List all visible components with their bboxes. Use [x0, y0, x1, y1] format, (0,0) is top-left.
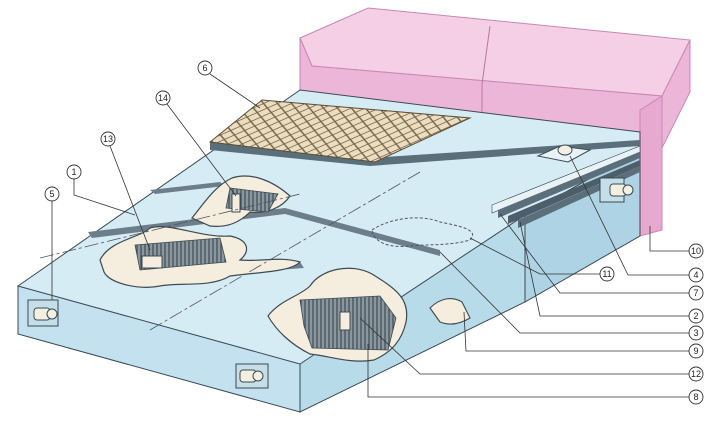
- bolts: [27, 144, 634, 389]
- callout-9: 9: [688, 343, 704, 359]
- callout-6-label: 6: [202, 63, 207, 73]
- bolt-left: [27, 299, 59, 327]
- layer-strip-dark-3: [508, 160, 640, 224]
- callout-4: 4: [688, 267, 704, 283]
- callout-11-label: 11: [602, 269, 611, 279]
- callout-11: 11: [599, 266, 615, 282]
- mesh-plate: [208, 99, 472, 163]
- callout-14: 14: [155, 90, 171, 106]
- callout-1-label: 1: [71, 167, 76, 177]
- cutout-left-clip: [141, 255, 163, 269]
- joint-gap-lower: [150, 182, 225, 194]
- layer-strip-dark-2: [498, 152, 640, 218]
- callout-2-label: 2: [693, 311, 698, 321]
- bolt-top: [536, 144, 592, 163]
- layer-strip-dark-1: [210, 140, 640, 166]
- leader-1: [73, 179, 136, 216]
- callout-9-label: 9: [693, 346, 698, 356]
- leader-lines: [51, 73, 690, 398]
- callout-1: 1: [66, 164, 82, 180]
- callout-3: 3: [688, 325, 704, 341]
- cutout-top-clip: [231, 193, 241, 213]
- bolt-top-head: [557, 144, 573, 156]
- callout-2: 2: [688, 308, 704, 324]
- leader-9: [463, 311, 690, 352]
- cutouts: [99, 175, 473, 362]
- wall-joint-top: [481, 25, 491, 85]
- cutout-right-clip: [339, 311, 351, 331]
- callout-13-label: 13: [103, 134, 113, 144]
- block-front-face-right: [299, 214, 526, 413]
- callout-8: 8: [688, 389, 704, 405]
- callout-12-label: 12: [691, 369, 701, 379]
- bolt-front: [235, 363, 269, 389]
- centre-lines: [39, 171, 421, 331]
- leader-8: [367, 344, 690, 398]
- callout-12: 12: [688, 366, 704, 382]
- callout-7-label: 7: [693, 288, 698, 298]
- callout-6: 6: [197, 60, 213, 76]
- bolt-front-head: [252, 370, 264, 382]
- bolt-left-head: [46, 308, 58, 320]
- callout-7: 7: [688, 285, 704, 301]
- bolt-side-head: [622, 184, 634, 196]
- joint-gap-upper: [88, 208, 440, 256]
- callout-3-label: 3: [693, 328, 698, 338]
- leader-2: [519, 221, 690, 317]
- callout-14-label: 14: [158, 93, 168, 103]
- callouts: 1 5 6 13 14 10 4 7: [44, 60, 704, 405]
- hidden-element-outline: [371, 217, 473, 247]
- bolt-side: [599, 177, 634, 203]
- callout-10: 10: [688, 243, 704, 259]
- block: [16, 89, 641, 413]
- callout-13: 13: [100, 131, 116, 147]
- callout-8-label: 8: [693, 392, 698, 402]
- cutout-edge-tab: [429, 298, 471, 325]
- leader-14: [166, 103, 237, 197]
- centre-line-2: [149, 171, 421, 331]
- leader-4: [569, 155, 690, 276]
- leader-6: [209, 73, 261, 109]
- leader-12: [359, 317, 690, 375]
- callout-10-label: 10: [691, 246, 701, 256]
- centre-line-1: [39, 193, 301, 259]
- leader-10: [649, 226, 690, 252]
- leader-13: [109, 145, 151, 251]
- leader-7: [499, 213, 690, 294]
- callout-5-label: 5: [49, 189, 54, 199]
- callout-5: 5: [44, 186, 60, 202]
- leader-11: [469, 237, 600, 275]
- leader-3: [439, 251, 690, 334]
- callout-4-label: 4: [693, 270, 698, 280]
- wall-lower-face: [639, 95, 663, 237]
